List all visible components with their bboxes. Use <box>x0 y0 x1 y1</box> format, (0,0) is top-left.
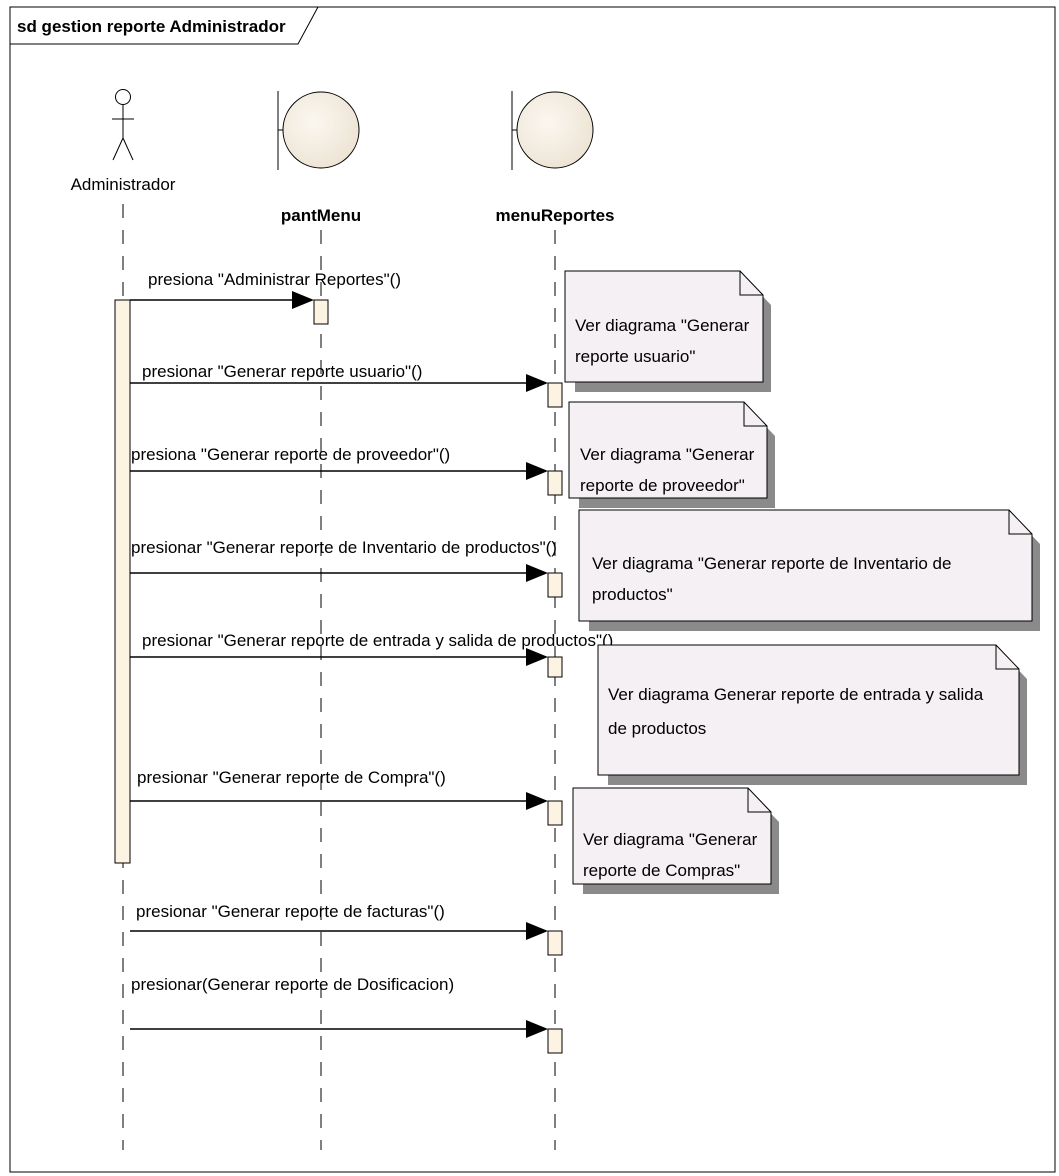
activation-box <box>313 299 329 325</box>
arrowhead <box>526 564 548 582</box>
message-2: presiona "Generar reporte de proveedor"(… <box>130 445 563 496</box>
messages: presiona "Administrar Reportes"() presio… <box>130 270 660 1054</box>
activation-box <box>547 930 563 956</box>
boundary-icon <box>511 91 594 170</box>
note-body <box>568 401 768 499</box>
message-label: presionar "Generar reporte de facturas"(… <box>136 902 445 921</box>
note-4: Ver diagrama "Generar reporte de Compras… <box>572 787 779 894</box>
activation-box <box>547 470 563 496</box>
note-2: Ver diagrama "Generar reporte de Inventa… <box>578 509 1040 631</box>
message-3: presionar "Generar reporte de Inventario… <box>130 538 563 598</box>
actor-icon <box>112 89 134 161</box>
message-label: presiona "Administrar Reportes"() <box>148 270 401 289</box>
actor-administrador: Administrador <box>71 89 176 194</box>
note-fold <box>739 271 763 296</box>
activation-box <box>547 656 563 678</box>
note-fold <box>743 402 767 427</box>
note-3: Ver diagrama Generar reporte de entrada … <box>597 644 1027 785</box>
note-text: Ver diagrama "Generar <box>575 316 750 335</box>
note-fold <box>1008 510 1032 535</box>
note-1: Ver diagrama "Generar reporte de proveed… <box>568 401 775 508</box>
note-text: reporte usuario" <box>575 347 695 366</box>
message-6: presionar "Generar reporte de facturas"(… <box>130 902 563 956</box>
note-body <box>597 644 1020 776</box>
message-label: presiona "Generar reporte de proveedor"(… <box>131 445 450 464</box>
message-4: presionar "Generar reporte de entrada y … <box>130 631 660 678</box>
message-label: presionar "Generar reporte usuario"() <box>142 362 422 381</box>
arrowhead <box>292 291 314 309</box>
boundary-icon <box>277 91 360 170</box>
note-text: Ver diagrama "Generar <box>583 830 758 849</box>
note-text: de productos <box>608 719 706 738</box>
arrowhead <box>526 1020 548 1038</box>
arrowhead <box>526 648 548 666</box>
arrowhead <box>526 792 548 810</box>
activation-administrador <box>114 299 131 864</box>
arrowhead <box>526 462 548 480</box>
lifeline-label-administrador: Administrador <box>71 175 176 194</box>
note-fold <box>747 788 771 813</box>
note-text: Ver diagrama "Generar <box>580 445 755 464</box>
notes: Ver diagrama "Generar reporte usuario" V… <box>564 270 1040 894</box>
note-text: reporte de Compras" <box>583 861 740 880</box>
note-text: productos" <box>592 585 673 604</box>
note-0: Ver diagrama "Generar reporte usuario" <box>564 270 771 392</box>
message-label: presionar "Generar reporte de Compra"() <box>137 768 446 787</box>
activation-box <box>547 572 563 598</box>
note-body <box>572 787 772 885</box>
note-text: Ver diagrama Generar reporte de entrada … <box>608 685 984 704</box>
note-fold <box>995 645 1019 670</box>
lifeline-label-pantMenu: pantMenu <box>281 206 361 225</box>
message-7: presionar(Generar reporte de Dosificacio… <box>130 975 563 1054</box>
boundary-pantMenu: pantMenu <box>277 91 361 225</box>
message-1: presionar "Generar reporte usuario"() <box>130 362 563 408</box>
activation-box <box>547 382 563 408</box>
message-label: presionar "Generar reporte de entrada y … <box>142 631 613 650</box>
lifeline-label-menuReportes: menuReportes <box>495 206 614 225</box>
activation-box <box>547 1028 563 1054</box>
boundary-menuReportes: menuReportes <box>495 91 615 225</box>
arrowhead <box>526 374 548 392</box>
frame-title-tab <box>10 6 319 45</box>
note-body <box>564 270 764 383</box>
activation-box <box>547 800 563 826</box>
note-body <box>578 509 1033 622</box>
message-0: presiona "Administrar Reportes"() <box>130 270 401 325</box>
message-label: presionar(Generar reporte de Dosificacio… <box>131 975 454 994</box>
note-text: Ver diagrama "Generar reporte de Inventa… <box>592 554 951 573</box>
frame-title: sd gestion reporte Administrador <box>17 17 286 36</box>
message-label: presionar "Generar reporte de Inventario… <box>131 538 557 557</box>
arrowhead <box>526 922 548 940</box>
note-text: reporte de proveedor" <box>580 476 745 495</box>
message-5: presionar "Generar reporte de Compra"() <box>130 768 563 826</box>
